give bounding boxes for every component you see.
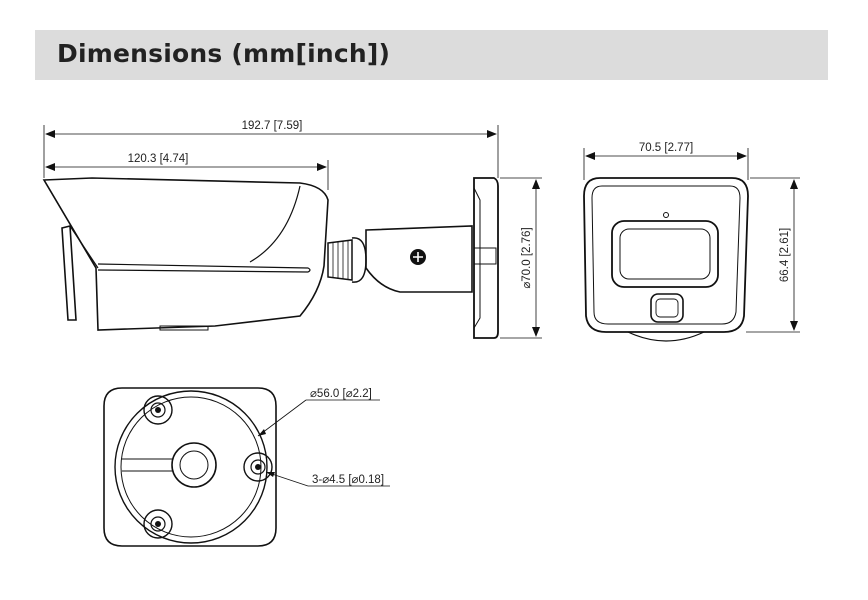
mount-diameter-label: ⌀70.0 [2.76] xyxy=(521,227,533,288)
camera-body xyxy=(42,177,329,331)
screw-hole-right xyxy=(243,452,273,482)
front-view: 70.5 [2.77] 66.4 [2.61] xyxy=(583,142,800,342)
overall-length-label: 192.7 [7.59] xyxy=(242,120,303,132)
section-title: Dimensions (mm[inch]) xyxy=(57,39,391,68)
sensor-dot-icon xyxy=(663,212,669,218)
base-plate xyxy=(103,387,277,547)
lens-housing xyxy=(61,224,77,321)
lens-window-inner xyxy=(619,228,711,280)
front-housing-inner xyxy=(591,185,741,325)
shield-rim xyxy=(97,263,311,273)
mount-plate-edge xyxy=(473,187,481,329)
front-housing xyxy=(583,177,749,333)
bracket-screw-icon xyxy=(410,249,426,265)
hole-spec-label: 3-⌀4.5 [⌀0.18] xyxy=(312,474,384,486)
section-header: Dimensions (mm[inch]) xyxy=(35,30,828,80)
shield-edge xyxy=(43,179,97,269)
bracket-arm xyxy=(365,225,473,293)
body-contour xyxy=(249,185,301,263)
base-circle-outer xyxy=(114,390,268,544)
base-circle-inner xyxy=(120,396,262,538)
body-length-label: 120.3 [4.74] xyxy=(128,153,189,165)
leader-arrow xyxy=(266,472,275,477)
front-height-label: 66.4 [2.61] xyxy=(779,228,791,282)
illuminator-inner xyxy=(655,298,679,318)
illuminator xyxy=(650,293,684,323)
leader-arrow xyxy=(258,429,266,436)
bottom-slot xyxy=(159,325,209,331)
lens-edge xyxy=(69,225,99,269)
bracket-tab xyxy=(473,247,497,265)
ball-joint xyxy=(327,237,367,283)
screw-hole-bottom xyxy=(143,509,173,539)
side-view: 192.7 [7.59] 120.3 [4.74] xyxy=(42,120,542,339)
front-width-label: 70.5 [2.77] xyxy=(639,142,693,154)
front-bottom-curve xyxy=(627,331,705,342)
screw-hole-top xyxy=(143,395,173,425)
mount-plate xyxy=(473,177,499,339)
cable-hole xyxy=(171,442,217,488)
base-diameter-label: ⌀56.0 [⌀2.2] xyxy=(310,388,372,400)
leader-line xyxy=(257,399,380,437)
lens-window xyxy=(611,220,719,288)
cable-hole-inner xyxy=(179,450,209,480)
base-view: ⌀56.0 [⌀2.2] 3-⌀4.5 [⌀0.18] xyxy=(103,387,390,547)
